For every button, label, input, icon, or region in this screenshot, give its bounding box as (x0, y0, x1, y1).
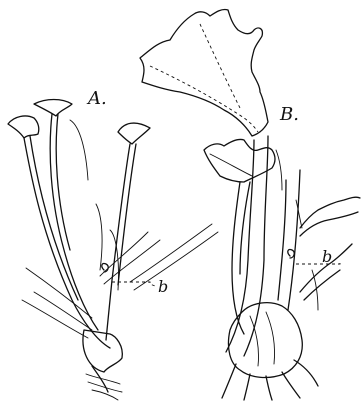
specimen-b: b B. (140, 9, 360, 400)
specimen-a-left-leaf (8, 116, 39, 138)
specimen-b-lower-leaf (204, 139, 275, 182)
specimen-a-top-leaf (34, 100, 72, 117)
specimen-a-b-label: b (158, 277, 168, 296)
specimen-b-b-label: b (322, 247, 332, 266)
specimen-b-b-hook (288, 249, 294, 258)
specimen-a: b A. (8, 88, 218, 400)
specimen-a-label: A. (86, 88, 107, 109)
specimen-b-large-leaf (140, 9, 268, 136)
specimen-a-right-leaf (118, 123, 150, 144)
specimen-b-bulb (228, 303, 302, 378)
specimen-b-label: B. (279, 104, 299, 125)
specimen-a-bulb (83, 330, 122, 372)
specimen-b-b-leader (296, 262, 340, 264)
